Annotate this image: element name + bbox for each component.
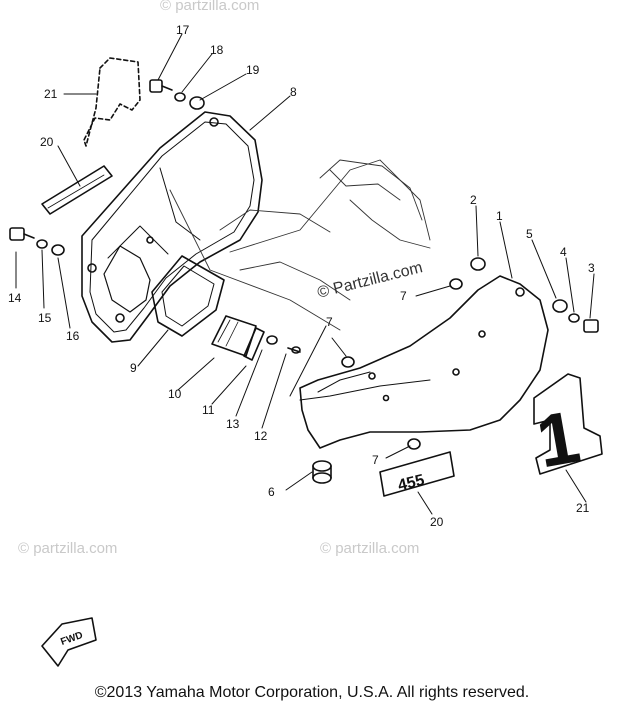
callout-7-lower: 7	[372, 453, 379, 467]
callout-19: 19	[246, 63, 260, 77]
callout-12: 12	[254, 429, 268, 443]
callout-13: 13	[226, 417, 240, 431]
fwd-arrow: FWD	[41, 617, 97, 667]
callout-9: 9	[130, 361, 137, 375]
callout-7-middle: 7	[326, 315, 333, 329]
callout-15: 15	[38, 311, 52, 325]
callout-20-right: 20	[430, 515, 444, 529]
callout-14: 14	[8, 291, 22, 305]
watermark-top: © partzilla.com	[160, 0, 259, 14]
leader-lines	[15, 33, 595, 515]
watermark-main: © Partzilla.com	[316, 259, 425, 302]
callout-21-right: 21	[576, 501, 590, 515]
callout-2: 2	[470, 193, 477, 207]
callout-10: 10	[168, 387, 182, 401]
part-5-grommet	[552, 299, 568, 313]
part-21-decal-right: 1	[531, 373, 603, 483]
part-20-plate-left	[41, 165, 113, 215]
copyright-notice: ©2013 Yamaha Motor Corporation, U.S.A. A…	[94, 684, 530, 701]
watermark-main-text: © Partzilla.com	[316, 259, 425, 302]
callout-7-upper: 7	[400, 289, 407, 303]
part-15-washer	[36, 239, 48, 249]
callout-17: 17	[176, 23, 190, 37]
frame-outline	[169, 159, 431, 331]
part-20-number-plate: 455	[379, 451, 455, 497]
part-7-grommet-middle	[341, 356, 355, 368]
part-13-washer	[266, 335, 278, 345]
callout-6: 6	[268, 485, 275, 499]
part-2-washer	[470, 257, 486, 271]
callout-numbers: 17 18 19 8 21 20 14 15 16 9 10 11 13 12 …	[8, 23, 595, 529]
watermark-bottom-center: © partzilla.com	[320, 540, 419, 557]
part-10-filter-element	[211, 315, 257, 357]
callout-20-left: 20	[40, 135, 54, 149]
part-3-bolt	[583, 319, 599, 333]
part-18-washer	[174, 92, 186, 102]
decal-455-text: 455	[396, 472, 426, 495]
part-16-grommet	[51, 244, 65, 256]
callout-11: 11	[202, 403, 215, 417]
callout-1: 1	[496, 209, 503, 223]
callout-4: 4	[560, 245, 567, 259]
part-1-right-side-cover	[299, 275, 549, 449]
part-6-damper	[312, 460, 332, 484]
callout-5: 5	[526, 227, 533, 241]
part-4-washer	[568, 313, 580, 323]
part-8-side-cover	[81, 111, 263, 343]
part-14-bolt	[9, 227, 35, 241]
part-12-screw	[287, 346, 301, 354]
part-11-spacer	[243, 327, 265, 361]
callout-21-left: 21	[44, 87, 58, 101]
part-21-decal-left	[83, 57, 141, 147]
part-19-grommet	[189, 96, 205, 110]
callout-8: 8	[290, 85, 297, 99]
faint-watermarks: © partzilla.com © partzilla.com © partzi…	[18, 0, 419, 557]
part-7-grommet-upper	[449, 278, 463, 290]
part-7-grommet-lower	[407, 438, 421, 450]
watermark-bottom-left: © partzilla.com	[18, 540, 117, 557]
callout-16: 16	[66, 329, 80, 343]
callout-18: 18	[210, 43, 224, 57]
part-17-bolt	[149, 79, 173, 93]
part-9-filter-frame	[151, 255, 225, 337]
callout-3: 3	[588, 261, 595, 275]
